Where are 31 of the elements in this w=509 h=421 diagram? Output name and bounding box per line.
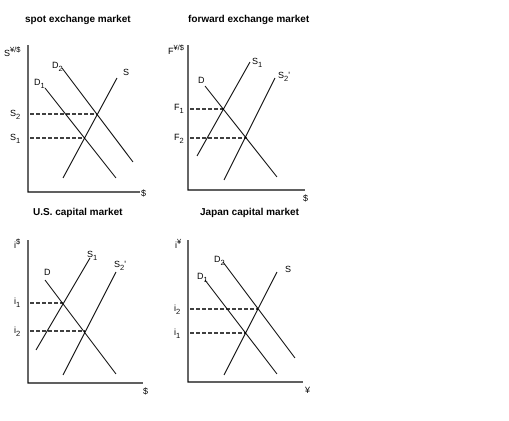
chart-title: spot exchange market (25, 14, 131, 25)
level-label: S$_{1}$ (10, 132, 20, 146)
level-label: i$_{1}$ (174, 327, 180, 341)
chart-title: U.S. capital market (33, 207, 122, 218)
axis-label: S$^{¥/$}$ (4, 44, 20, 59)
curve-label: S$_{1}$ (252, 56, 262, 70)
level-label: i$_{1}$ (14, 296, 20, 310)
level-label: i$_{2}$ (174, 303, 180, 317)
curve-label: D (198, 75, 204, 86)
level-label: F$_{1}$ (174, 102, 184, 116)
curve-label: S$_{2}$' (114, 259, 126, 273)
curve-label: S$_{2}$' (278, 70, 290, 84)
curve-label: D$_{1}$ (34, 77, 45, 91)
axis-label: $ (303, 193, 308, 204)
axis-label: i$^{¥}$ (175, 236, 182, 251)
chart-title: Japan capital market (200, 207, 299, 218)
level-label: i$_{2}$ (14, 325, 20, 339)
axis-label: $ (143, 386, 148, 397)
curve-label: S (123, 67, 130, 78)
axis-label: i$^{$}$ (14, 236, 20, 251)
level-label: S$_{2}$ (10, 108, 20, 122)
curve-label: D$_{2}$ (52, 60, 63, 74)
curve-label: S$_{1}$ (87, 249, 98, 263)
axis-label: $ (141, 188, 146, 199)
chart-title: forward exchange market (188, 14, 310, 25)
axis-label: F$^{¥/$}$ (168, 42, 184, 57)
curve-label: S (285, 264, 292, 275)
curve-label: D (44, 267, 50, 278)
curve-label: D$_{2}$ (214, 254, 225, 268)
axis-label: ¥ (305, 385, 310, 396)
level-label: F$_{2}$ (174, 132, 184, 146)
